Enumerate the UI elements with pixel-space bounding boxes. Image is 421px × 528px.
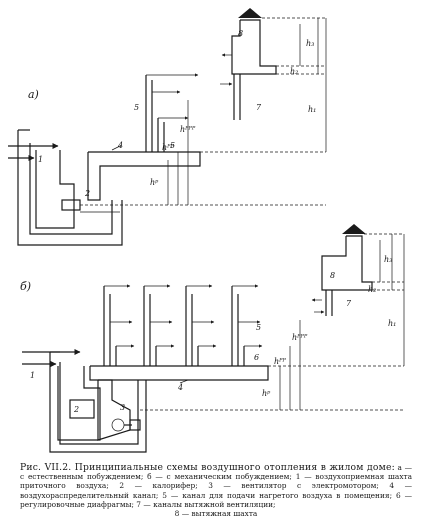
scheme-a-label-hp: hᵖ — [150, 178, 159, 187]
scheme-b-exhaust-shaft — [321, 235, 373, 291]
scheme-b-label-hp: hᵖ — [262, 389, 271, 398]
scheme-b-label-h1: h₁ — [388, 319, 396, 328]
scheme-a-distribution-channel — [87, 151, 201, 201]
scheme-b: б) 1 2 3 4 — [20, 224, 405, 453]
scheme-a-label-hppp: hᴾᴾᴾ — [180, 125, 196, 134]
scheme-a: а) 1 2 4 5 5 8 7 — [8, 8, 327, 246]
scheme-a-label-7: 7 — [256, 103, 262, 112]
scheme-b-label-6: 6 — [254, 353, 259, 362]
scheme-a-label-hpp: hᴾᴾ — [162, 143, 175, 152]
scheme-a-label-8: 8 — [238, 29, 243, 38]
scheme-a-pit-inner — [29, 143, 113, 235]
scheme-b-label-4: 4 — [177, 383, 183, 392]
scheme-b-label-8: 8 — [330, 271, 335, 280]
label-variant-a: а) — [28, 88, 39, 101]
scheme-b-label-3: 3 — [120, 403, 125, 412]
scheme-b-label-hppp: hᴾᴾᴾ — [292, 333, 308, 342]
scheme-b-motor — [129, 419, 141, 431]
scheme-b-pit-inner — [59, 362, 139, 445]
scheme-b-label-h3: h₃ — [384, 255, 392, 264]
caption-last-line: 8 — вытяжная шахта — [174, 509, 258, 519]
scheme-a-pit — [17, 130, 123, 246]
scheme-b-deflector — [342, 224, 366, 234]
scheme-b-pit — [49, 352, 147, 453]
scheme-a-label-h1: h₁ — [308, 105, 316, 114]
scheme-b-label-h2: h₂ — [368, 285, 376, 294]
scheme-b-heater — [69, 399, 95, 419]
scheme-b-label-1: 1 — [30, 371, 35, 380]
scheme-b-label-hpp: hᴾᴾ — [274, 357, 287, 366]
scheme-b-label-5: 5 — [256, 323, 261, 332]
scheme-a-label-h2: h₂ — [290, 67, 298, 76]
scheme-b-risers — [103, 284, 263, 366]
scheme-b-label-7: 7 — [346, 299, 352, 308]
caption-body: а — с естественным побуждением; б — с ме… — [20, 463, 412, 509]
scheme-a-deflector — [238, 8, 262, 18]
heating-schemes-diagram: а) 1 2 4 5 5 8 7 — [8, 8, 405, 453]
scheme-b-fan — [97, 379, 131, 441]
scheme-a-label-5: 5 — [134, 103, 139, 112]
caption-title: Рис. VII.2. Принципиальные схемы воздушн… — [20, 462, 395, 473]
label-variant-b: б) — [20, 280, 31, 293]
scheme-a-label-2: 2 — [84, 189, 90, 198]
figure-caption: Рис. VII.2. Принципиальные схемы воздушн… — [20, 463, 412, 518]
scheme-b-label-2: 2 — [73, 405, 79, 414]
scheme-a-label-1: 1 — [38, 155, 43, 164]
scheme-b-intake-shaft — [57, 366, 101, 441]
scheme-a-label-h3: h₃ — [306, 39, 314, 48]
scheme-b-distribution-channel — [89, 365, 269, 381]
scheme-a-intake-shaft — [35, 150, 75, 229]
scheme-a-heater — [61, 199, 81, 211]
scheme-a-label-4: 4 — [117, 141, 123, 150]
scheme-a-label-5b: 5 — [170, 141, 175, 150]
